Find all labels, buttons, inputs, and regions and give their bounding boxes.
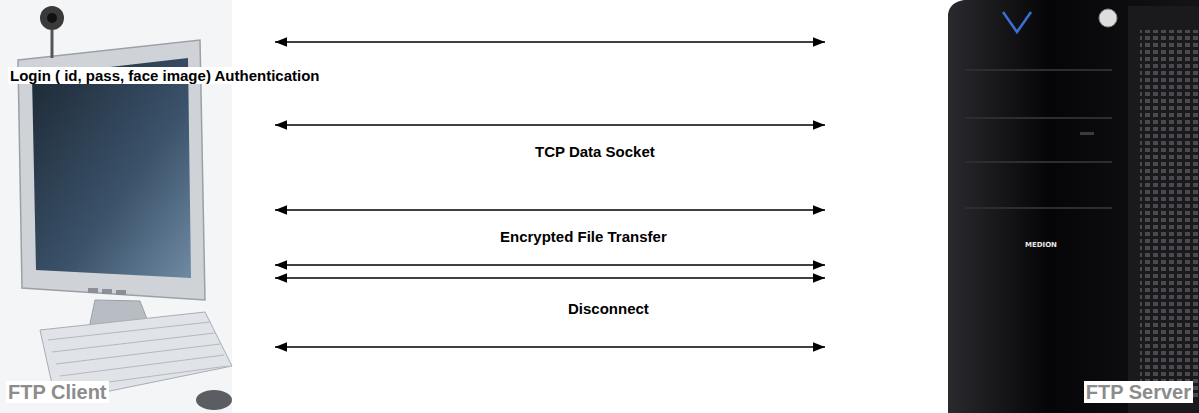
edge-label: Encrypted File Transfer [498,228,669,245]
edge-label: TCP Data Socket [533,143,657,160]
brand-label: MEDION [1025,241,1057,249]
transfer-arrow [275,277,825,279]
brand-label-holder: MEDION [1025,233,1057,251]
server-tower-picture [948,0,1199,413]
computer-node: FTP Client [0,0,275,413]
edge-label-holder: Encrypted File Transfer [498,228,669,246]
edge-label-holder: Disconnect [566,300,651,318]
edge-label-holder: TCP Data Socket [533,143,657,161]
edge-label: Login ( id, pass, face image) Authentica… [8,67,321,84]
node-caption: FTP Server [1084,381,1193,403]
transfer-arrow [275,124,825,126]
edge-label-holder: Login ( id, pass, face image) Authentica… [8,67,321,85]
edge-label: Disconnect [566,300,651,317]
node-caption-holder: FTP Server [1084,381,1193,404]
node-caption: FTP Client [6,381,109,403]
transfer-arrow [275,41,825,43]
transfer-arrow [275,346,825,348]
node-caption-holder: FTP Client [6,381,109,404]
computer-node: FTP Server [825,0,1199,413]
client-computer-picture [0,0,232,413]
transfer-arrow [275,264,825,266]
transfer-arrow [275,209,825,211]
